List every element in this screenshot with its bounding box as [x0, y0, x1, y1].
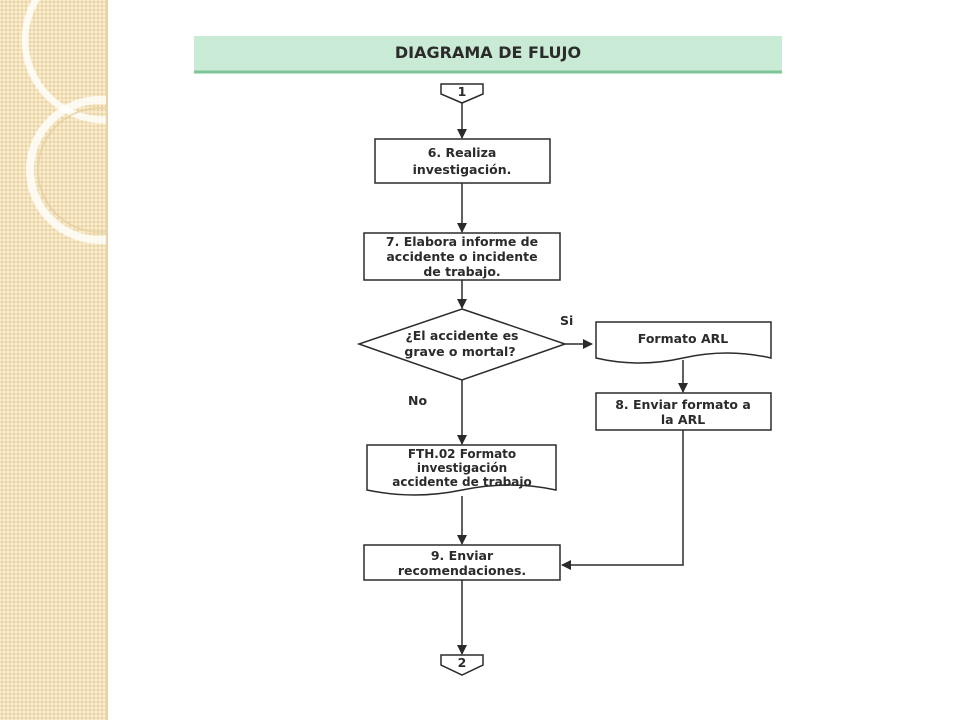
branch-yes-label: Si — [560, 313, 573, 328]
branch-no-label: No — [408, 393, 427, 408]
step-9-line-1: 9. Enviar — [431, 548, 494, 563]
header-band: DIAGRAMA DE FLUJO — [194, 36, 782, 74]
end-connector-label: 2 — [458, 655, 467, 670]
process-step-9: 9. Enviar recomendaciones. — [363, 544, 561, 581]
connector-arrow — [561, 430, 684, 570]
process-step-7: 7. Elabora informe de accidente o incide… — [363, 232, 561, 281]
process-step-8: 8. Enviar formato a la ARL — [595, 392, 772, 431]
diagram-title: DIAGRAMA DE FLUJO — [395, 43, 581, 62]
process-step-6: 6. Realiza investigación. — [374, 138, 551, 184]
decision-line-2: grave o mortal? — [404, 344, 515, 359]
step-6-line-1: 6. Realiza — [428, 145, 497, 160]
decorative-rings — [21, 0, 106, 244]
step-7-line-2: accidente o incidente — [386, 249, 537, 264]
doc-fth-line-2: investigación — [417, 461, 507, 475]
start-connector: 1 — [440, 83, 484, 104]
step-8-line-2: la ARL — [661, 412, 705, 427]
step-7-line-3: de trabajo. — [423, 264, 500, 279]
step-9-line-2: recomendaciones. — [398, 563, 526, 578]
decision-diamond: ¿El accidente es grave o mortal? — [356, 308, 568, 381]
start-connector-label: 1 — [458, 84, 467, 99]
doc-arl-label: Formato ARL — [638, 331, 728, 346]
step-7-line-1: 7. Elabora informe de — [386, 234, 538, 249]
step-6-line-2: investigación. — [413, 162, 512, 177]
end-connector: 2 — [440, 654, 484, 676]
decorative-side-strip — [0, 0, 108, 720]
doc-fth-line-1: FTH.02 Formato — [408, 447, 516, 461]
document-fth-02: FTH.02 Formato investigación accidente d… — [366, 444, 557, 496]
document-formato-arl: Formato ARL — [595, 321, 772, 364]
doc-fth-line-3: accidente de trabajo — [392, 475, 531, 489]
decision-line-1: ¿El accidente es — [405, 328, 518, 343]
step-8-line-1: 8. Enviar formato a — [615, 397, 751, 412]
